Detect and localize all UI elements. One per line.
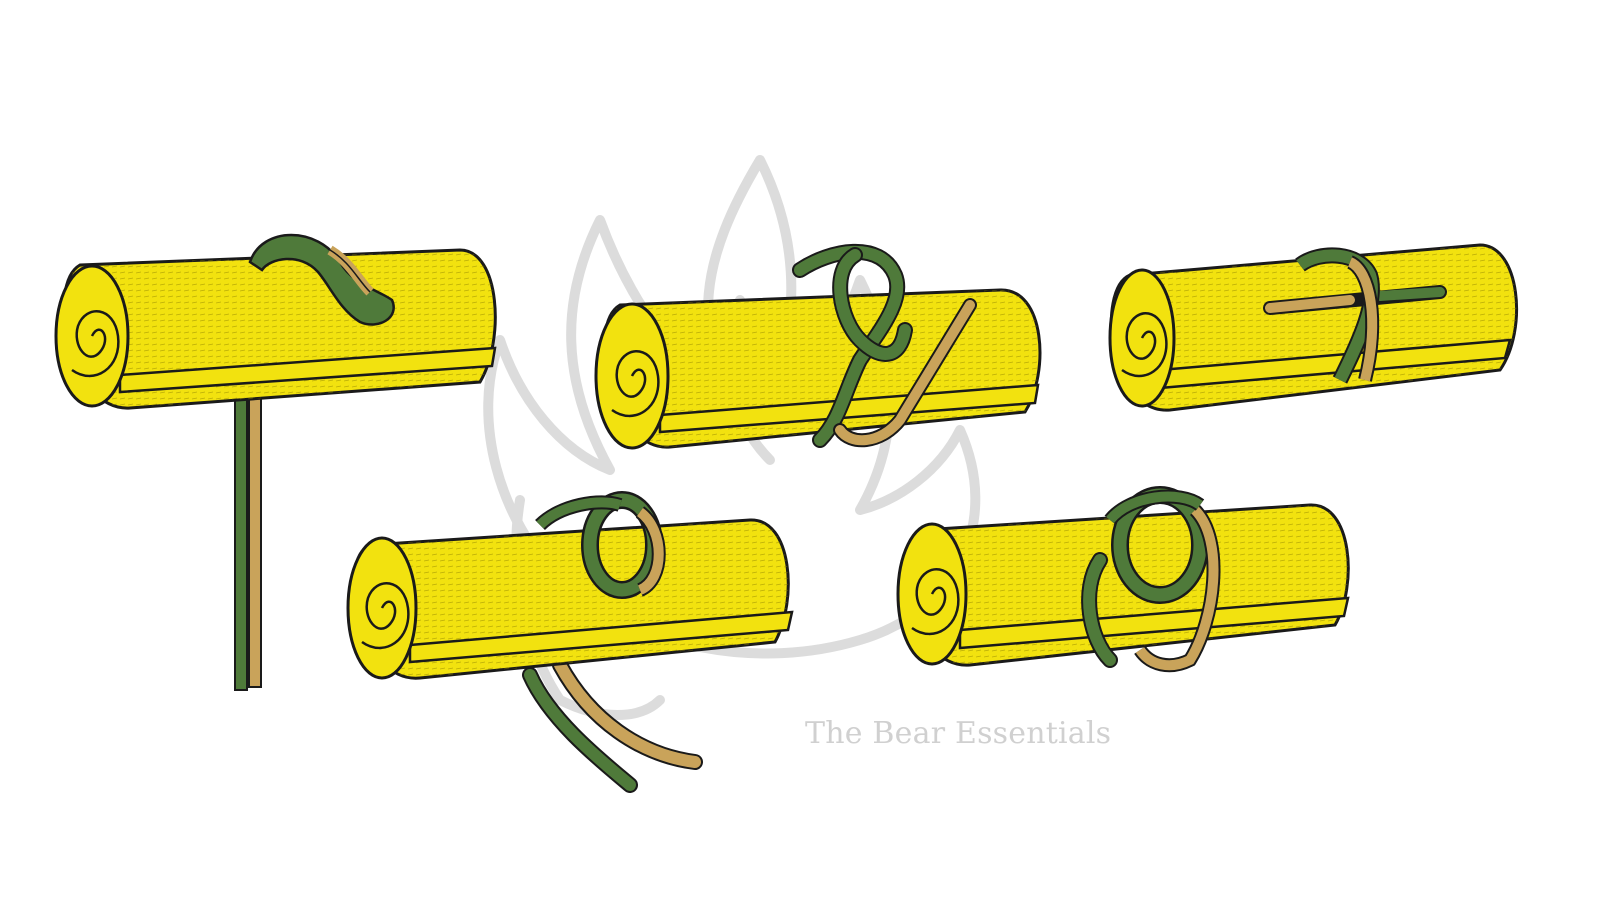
step-1-roll	[54, 233, 497, 691]
rope-hanging-ends	[234, 394, 262, 691]
watermark-text: The Bear Essentials	[805, 716, 1112, 751]
step-4-roll	[346, 491, 794, 793]
step-5-roll	[896, 486, 1350, 673]
step-2-roll	[594, 243, 1042, 450]
step-3-roll	[1108, 243, 1518, 412]
